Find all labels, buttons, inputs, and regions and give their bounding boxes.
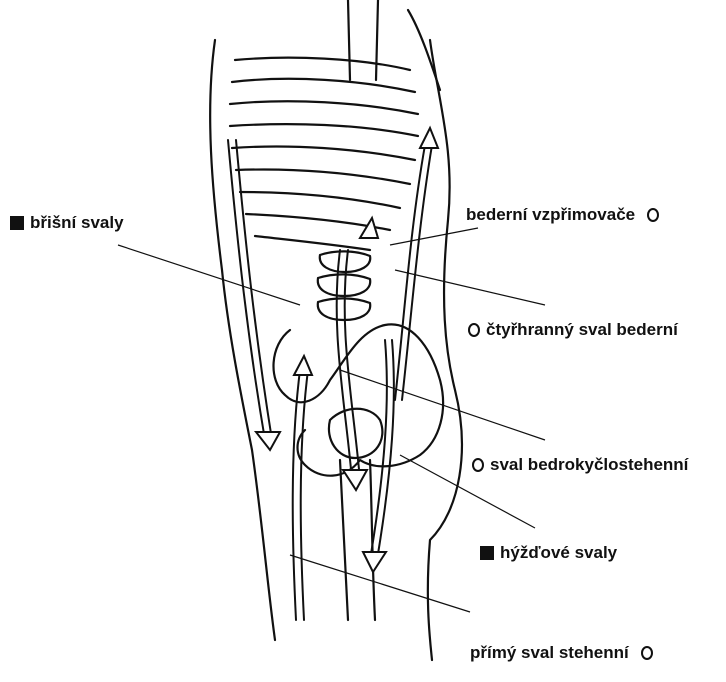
iliopsoas-muscle-arrow [337,250,360,480]
erector-arrow-head [420,128,438,148]
filled-square-marker-icon [10,216,24,230]
label-abdominal-muscles: břišní svaly [10,213,124,233]
label-erector-text: bederní vzpřimovače [466,205,635,225]
body-outline-left [210,40,275,640]
label-gluteal-muscles: hýžďové svaly [480,543,617,563]
open-circle-marker-icon [647,208,659,222]
label-lumbar-erectors: bederní vzpřimovače [466,205,659,225]
abdominal-muscle-arrow [228,140,272,440]
leader-line-rectus [290,555,470,612]
label-abdominal-text: břišní svaly [30,213,124,233]
spine-column [348,0,378,80]
leader-line-erector [390,228,478,245]
open-circle-marker-icon [641,646,653,660]
open-circle-marker-icon [468,323,480,337]
iliopsoas-arrow-head [343,470,367,490]
label-iliopsoas-text: sval bedrokyčlostehenní [490,455,688,475]
label-rectus-femoris: přímý sval stehenní [470,643,653,663]
gluteal-muscle-arrow [370,340,394,560]
label-gluteal-text: hýžďové svaly [500,543,617,563]
rib-cage [230,58,418,250]
label-iliopsoas: sval bedrokyčlostehenní [472,455,688,475]
filled-square-marker-icon [480,546,494,560]
rectus-arrow-head [294,356,312,375]
label-rectus-text: přímý sval stehenní [470,643,629,663]
leader-line-abdominal [118,245,300,305]
gluteal-arrow-head [363,552,386,572]
label-quadratus-lumborum: čtyřhranný sval bederní [468,320,678,340]
open-circle-marker-icon [472,458,484,472]
abdominal-arrow-head [256,432,280,450]
leader-line-quadratus [395,270,545,305]
leader-line-iliopsoas [340,370,545,440]
label-quadratus-text: čtyřhranný sval bederní [486,320,678,340]
quadratus-arrow-head [360,218,378,238]
rectus-muscle-arrow [293,370,308,620]
shoulder-blade [408,10,440,90]
